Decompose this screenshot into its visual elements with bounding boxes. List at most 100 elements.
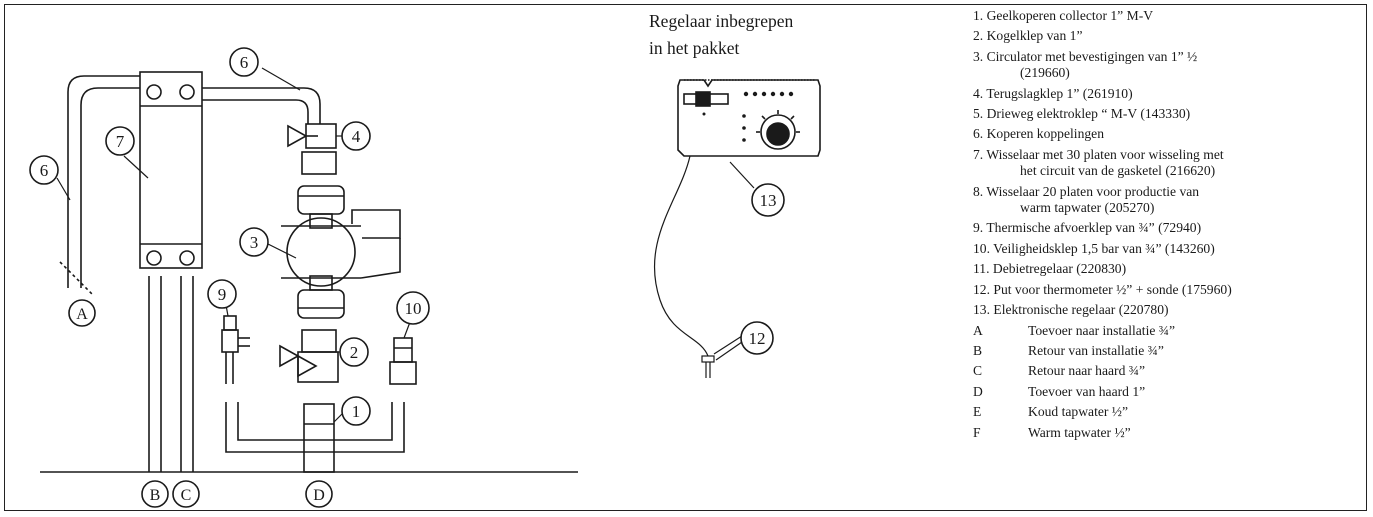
bubble-3 xyxy=(239,227,269,257)
thermal-valve-9-body xyxy=(221,329,239,353)
marker-13: 13 xyxy=(760,191,777,210)
marker-6-right: 6 xyxy=(240,53,249,72)
circulator-3-motor xyxy=(286,217,356,287)
pipe-6-right-outer xyxy=(202,87,321,124)
bubble-B xyxy=(141,480,169,508)
legend-item-13: 13. Elektronische regelaar (220780) xyxy=(973,302,1169,318)
collector-1-inner xyxy=(237,402,393,441)
bubble-A xyxy=(68,299,96,327)
dial-tick-3 xyxy=(761,115,766,120)
bubble-10 xyxy=(396,291,430,325)
marker-1: 1 xyxy=(352,402,361,421)
legend-item-7-cont: het circuit van de gasketel (216620) xyxy=(1020,163,1216,179)
pump-bottom-union xyxy=(297,289,345,319)
leader-6-right xyxy=(261,67,301,91)
sensor-probe-head xyxy=(701,355,715,363)
legend-item-2: 2. Kogelklep van 1” xyxy=(973,28,1083,44)
legend-item-12: 12. Put voor thermometer ½” + sonde (175… xyxy=(973,281,1232,297)
bubble-2 xyxy=(339,337,369,367)
dial-tick-2 xyxy=(790,115,795,120)
bubble-13 xyxy=(751,183,785,217)
legend-item-9: 9. Thermische afvoerklep van ¾” (72940) xyxy=(973,220,1202,236)
marker-3: 3 xyxy=(250,233,259,252)
leader-7 xyxy=(123,155,149,179)
bubble-7 xyxy=(105,126,135,156)
safety-valve-10-body xyxy=(389,361,417,385)
legend-item-6: 6. Koperen koppelingen xyxy=(973,126,1104,142)
leader-3 xyxy=(267,243,297,259)
legend-item-7: 7. Wisselaar met 30 platen voor wisselin… xyxy=(973,146,1224,162)
pipe-6-left-outer xyxy=(80,87,140,288)
safety-valve-10-cap xyxy=(393,337,413,363)
caption-line-1: Regelaar inbegrepen xyxy=(649,11,794,31)
bubble-C xyxy=(172,480,200,508)
marker-C: C xyxy=(181,487,192,504)
legend-item-11: 11. Debietregelaar (220830) xyxy=(973,261,1127,277)
pump-control-box xyxy=(351,209,401,239)
marker-2: 2 xyxy=(350,343,359,362)
marker-A: A xyxy=(76,306,88,323)
marker-10: 10 xyxy=(405,299,422,318)
leader-6-left xyxy=(56,177,71,201)
marker-6-left: 6 xyxy=(40,161,49,180)
bubble-D xyxy=(305,480,333,508)
leader-13 xyxy=(729,161,755,189)
controller-switch-knob xyxy=(695,91,711,107)
ball-valve-2-handle-left xyxy=(279,344,300,368)
ball-valve-2-handle-right xyxy=(297,354,318,378)
leader-12b xyxy=(715,341,743,361)
bubble-9 xyxy=(207,279,237,309)
pump-top-neck xyxy=(309,213,333,229)
port-top-left xyxy=(146,84,162,100)
pipe-6-right-inner xyxy=(202,99,309,124)
leader-10 xyxy=(403,321,411,339)
controller-dial-knob xyxy=(766,122,790,146)
pump-top-union xyxy=(297,185,345,215)
check-valve-4-nut xyxy=(301,151,337,175)
port-bottom-left xyxy=(146,250,162,266)
sensor-cable xyxy=(654,155,709,357)
legend-item-3: 3. Circulator met bevestigingen van 1” ½ xyxy=(973,48,1198,64)
bubble-6-left xyxy=(29,155,59,185)
port-top-right xyxy=(179,84,195,100)
collector-1-outer xyxy=(225,402,405,453)
controller-dial-ring xyxy=(760,114,796,150)
bubble-1 xyxy=(341,396,371,426)
marker-9: 9 xyxy=(218,285,227,304)
controller-leds xyxy=(702,91,794,142)
caption-line-2: in het pakket xyxy=(649,38,740,58)
cut-line-A xyxy=(59,261,93,295)
leader-12a xyxy=(713,335,743,355)
legend-item-8: 8. Wisselaar 20 platen voor productie va… xyxy=(973,183,1200,199)
ball-valve-2-top xyxy=(301,329,337,353)
thermal-valve-9-cap xyxy=(223,315,237,331)
parts-legend: 1. Geelkoperen collector 1” M-V 2. Kogel… xyxy=(973,8,1365,441)
legend-item-3-cont: (219660) xyxy=(1020,65,1070,81)
port-bottom-right xyxy=(179,250,195,266)
leader-1 xyxy=(333,413,343,423)
bubble-12 xyxy=(740,321,774,355)
legend-item-8-cont: warm tapwater (205270) xyxy=(1020,200,1155,216)
legend-item-4: 4. Terugslagklep 1” (261910) xyxy=(973,85,1133,101)
diagram-frame xyxy=(4,4,1367,511)
bubble-6-right xyxy=(229,47,259,77)
marker-D: D xyxy=(313,487,325,504)
marker-7: 7 xyxy=(116,132,125,151)
bubble-4 xyxy=(341,121,371,151)
marker-B: B xyxy=(150,487,161,504)
marker-12: 12 xyxy=(749,329,766,348)
pump-cable xyxy=(360,238,401,279)
marker-4: 4 xyxy=(352,127,361,146)
plate-exchanger-7 xyxy=(139,71,203,269)
pipe-6-left-inner xyxy=(67,75,140,288)
check-valve-4-handle xyxy=(287,124,308,148)
legend-item-5: 5. Drieweg elektroklep “ M-V (143330) xyxy=(973,106,1191,122)
ball-valve-2-body xyxy=(297,351,339,383)
